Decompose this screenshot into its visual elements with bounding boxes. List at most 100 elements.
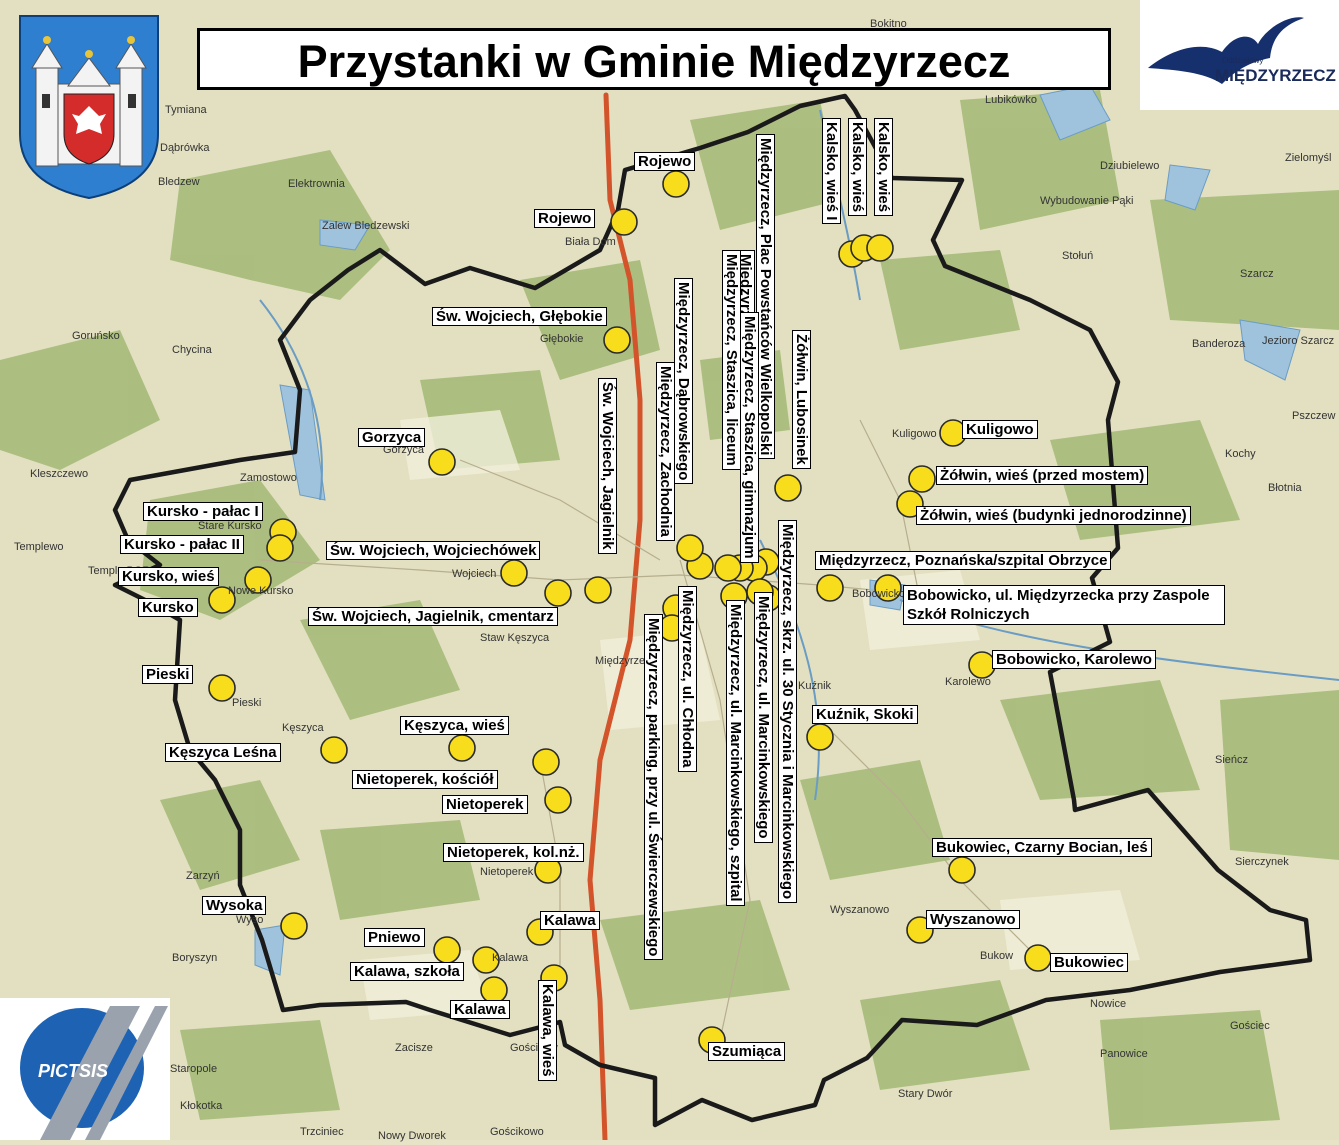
bus-stop-label: Kęszyca, wieś bbox=[400, 716, 509, 735]
place-name: Bledzew bbox=[158, 176, 200, 188]
bus-stop-label: Szumiąca bbox=[708, 1042, 786, 1061]
bus-stop-label: Kęszyca Leśna bbox=[165, 743, 281, 762]
place-name: Zacisze bbox=[395, 1042, 433, 1054]
bus-stop-marker bbox=[448, 734, 476, 762]
bus-stop-marker bbox=[544, 579, 572, 607]
place-name: Dziubielewo bbox=[1100, 160, 1160, 172]
bus-stop-label: Kuligowo bbox=[962, 420, 1038, 439]
place-name: Pieski bbox=[232, 697, 262, 709]
place-name: Karolewo bbox=[945, 676, 991, 688]
bus-stop-label-vertical: Międzyrzecz, ul. Marcinkowskiego, szpita… bbox=[726, 600, 745, 906]
place-name: Pszczew bbox=[1292, 410, 1336, 422]
place-name: Boryszyn bbox=[172, 952, 218, 964]
bus-stop-marker bbox=[244, 566, 272, 594]
place-name: Goruńsko bbox=[72, 330, 120, 342]
bus-stop-marker bbox=[610, 208, 638, 236]
place-name: Zamostowo bbox=[240, 472, 297, 484]
place-name: Bokitno bbox=[870, 18, 907, 30]
bus-stop-marker bbox=[908, 465, 936, 493]
bus-stop-label-vertical: Międzyrzecz, ul. Chłodna bbox=[678, 586, 697, 772]
bus-stop-marker bbox=[428, 448, 456, 476]
bus-stop-label: Bukowiec bbox=[1050, 953, 1129, 972]
bus-stop-label: Kuźnik, Skoki bbox=[812, 705, 918, 724]
place-name: Staropole bbox=[170, 1063, 218, 1075]
bus-stop-marker bbox=[320, 736, 348, 764]
bus-stop-label-vertical: Św. Wojciech, Jagielnik bbox=[598, 378, 617, 554]
brand-name: MIĘDZYRZECZ bbox=[1215, 66, 1336, 85]
bus-stop-marker bbox=[676, 534, 704, 562]
bus-stop-label-vertical: Międzyrzecz, Staszica, liceum bbox=[722, 250, 741, 470]
place-name: Chycina bbox=[172, 344, 212, 356]
bus-stop-label-vertical: Kalsko, wieś bbox=[874, 118, 893, 217]
bus-stop-marker bbox=[816, 574, 844, 602]
place-name: Kuligowo bbox=[892, 428, 937, 440]
place-name: Sierczynek bbox=[1235, 856, 1289, 868]
bus-stop-label: Nietoperek, kol.nż. bbox=[443, 843, 584, 862]
place-name: Zielomyśl bbox=[1285, 152, 1332, 164]
bus-stop-label: Nietoperek bbox=[442, 795, 528, 814]
bus-stop-label: Gorzyca bbox=[358, 428, 426, 447]
place-name: Wyso bbox=[236, 914, 264, 926]
bus-stop-marker bbox=[866, 234, 894, 262]
bus-stop-marker bbox=[532, 748, 560, 776]
bat-logo-icon bbox=[1148, 17, 1304, 84]
place-name: Kłokotka bbox=[180, 1100, 223, 1112]
place-name: Lubikówko bbox=[985, 94, 1037, 106]
place-name: Szarcz bbox=[1240, 268, 1274, 280]
bus-stop-marker bbox=[544, 786, 572, 814]
bus-stop-marker bbox=[948, 856, 976, 884]
bus-stop-label: Rojewo bbox=[634, 152, 696, 171]
bus-stop-marker bbox=[774, 474, 802, 502]
bus-stop-label: Bukowiec, Czarny Bocian, leś bbox=[932, 838, 1152, 857]
pictsis-logo bbox=[0, 998, 170, 1140]
bus-stop-label: Kursko - pałac I bbox=[143, 502, 263, 521]
bus-stop-label-vertical: Międzyrzecz, Staszica, gimnazjum bbox=[740, 312, 759, 563]
bus-stop-marker bbox=[208, 586, 236, 614]
place-name: Nowe Kursko bbox=[228, 585, 294, 597]
place-name: Nowy Dworek bbox=[378, 1130, 446, 1142]
bus-stop-label: Kalawa bbox=[540, 911, 600, 930]
bus-stop-marker bbox=[1024, 944, 1052, 972]
coat-of-arms-icon bbox=[19, 15, 159, 200]
bus-stop-label: Kalawa bbox=[450, 1000, 510, 1019]
place-name: Głębokie bbox=[540, 333, 584, 345]
bus-stop-label: Żółwin, wieś (budynki jednorodzinne) bbox=[916, 506, 1191, 525]
bus-stop-label: Wysoka bbox=[202, 896, 267, 915]
bus-stop-label-vertical: Kalsko, wieś I bbox=[822, 118, 841, 225]
bus-stop-label-vertical: Żółwin, Lubosinek bbox=[792, 330, 811, 469]
bus-stop-label: Żółwin, wieś (przed mostem) bbox=[936, 466, 1149, 485]
place-name: Nowice bbox=[1090, 998, 1127, 1010]
place-name: Dąbrówka bbox=[160, 142, 210, 154]
bus-stop-marker bbox=[874, 574, 902, 602]
bus-stop-label-vertical: Międzyrzecz, Dąbrowskiego bbox=[674, 278, 693, 485]
bus-stop-label: Kursko - pałac II bbox=[120, 535, 244, 554]
place-name: Gościec bbox=[1230, 1020, 1270, 1032]
place-name: Jezioro Szarcz bbox=[1262, 335, 1335, 347]
bus-stop-label: Św. Wojciech, Jagielnik, cmentarz bbox=[308, 607, 558, 626]
bus-stop-marker bbox=[662, 170, 690, 198]
bus-stop-marker bbox=[266, 534, 294, 562]
bus-stop-marker bbox=[806, 723, 834, 751]
place-name: Kalawa bbox=[492, 952, 529, 964]
place-name: Wyszanowo bbox=[830, 904, 890, 916]
place-name: Kęszyca bbox=[282, 722, 324, 734]
place-name: Templewo bbox=[14, 541, 64, 553]
place-name: Gorzyca bbox=[383, 444, 424, 456]
bus-stop-label-vertical: Kalawa, wieś bbox=[538, 980, 557, 1081]
pictsis-logo-icon bbox=[20, 1006, 168, 1140]
place-name: Banderoza bbox=[1192, 338, 1246, 350]
place-name: Panowice bbox=[1100, 1048, 1148, 1060]
place-name: Sieńcz bbox=[1215, 754, 1249, 766]
bus-stop-marker bbox=[472, 946, 500, 974]
place-name: Bukow bbox=[980, 950, 1014, 962]
brand-small-text: Oddziałowy bbox=[1222, 56, 1264, 65]
bus-stop-label-vertical: Międzyrzecz, Plac Powstańców Wielkopolsk… bbox=[756, 134, 775, 460]
bus-stop-label-vertical: Międzyrzecz, Zachodnia bbox=[656, 362, 675, 541]
bus-stop-label: Rojewo bbox=[534, 209, 596, 228]
bus-stop-marker bbox=[500, 559, 528, 587]
bus-stop-label-vertical: Kalsko, wieś bbox=[848, 118, 867, 217]
place-name: Elektrownia bbox=[288, 178, 345, 190]
bus-stop-label: Kursko bbox=[138, 598, 198, 617]
pictsis-logo-text: PICTSIS bbox=[38, 1061, 109, 1081]
